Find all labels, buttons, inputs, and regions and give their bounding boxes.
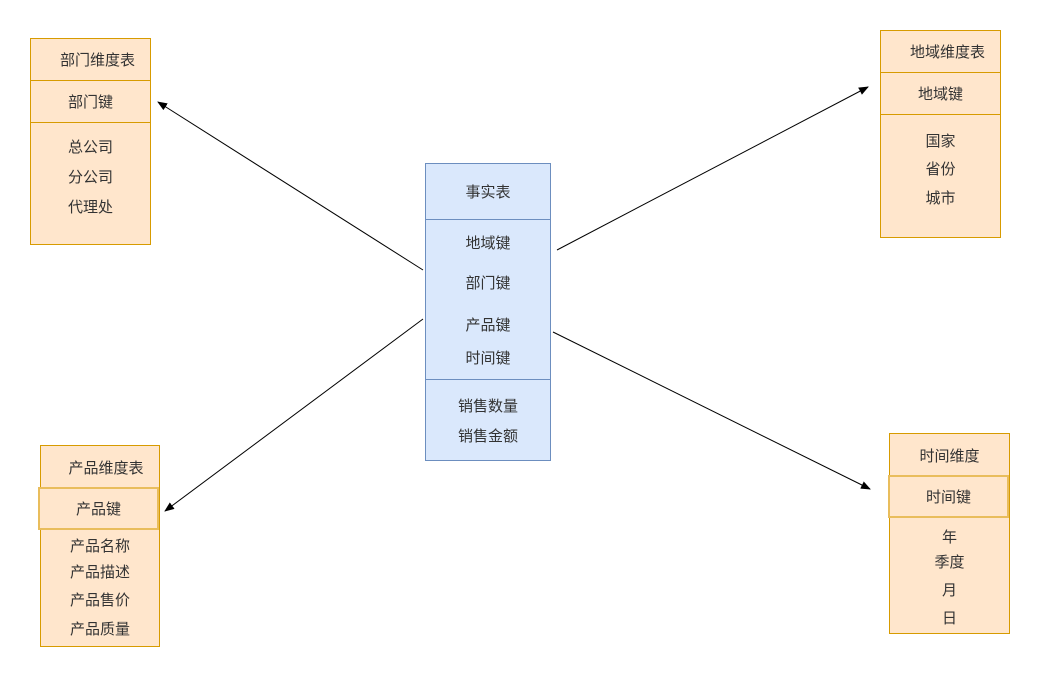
attribute-item: 省份 xyxy=(925,160,956,178)
attribute-item: 总公司 xyxy=(67,138,113,156)
attribute-item: 月 xyxy=(941,581,957,599)
edge-fact-to-department[interactable] xyxy=(157,101,424,271)
time-key-row: 时间键 xyxy=(888,475,1009,518)
attribute-item: 产品名称 xyxy=(69,537,130,555)
attribute-item: 代理处 xyxy=(67,198,113,216)
fact-title: 事实表 xyxy=(465,183,511,201)
attribute-item: 产品售价 xyxy=(69,591,130,609)
department-title: 部门维度表 xyxy=(59,51,135,69)
attribute-item: 季度 xyxy=(934,553,965,571)
product-key-row: 产品键 xyxy=(38,487,159,530)
department-key: 部门键 xyxy=(67,93,113,111)
time-key: 时间键 xyxy=(925,488,971,506)
edge-fact-to-time[interactable] xyxy=(552,331,871,490)
table-title: 部门维度表 xyxy=(31,39,150,81)
region-title: 地域维度表 xyxy=(909,43,985,61)
table-title: 事实表 xyxy=(426,164,550,220)
product-dimension-table[interactable]: 产品维度表 产品名称 产品描述 产品售价 产品质量 xyxy=(40,445,160,647)
attribute-item: 年 xyxy=(941,528,957,546)
fact-key-item: 地域键 xyxy=(465,234,511,252)
fact-measure-item: 销售数量 xyxy=(457,397,518,415)
region-dimension-table[interactable]: 地域维度表 地域键 国家 省份 城市 xyxy=(880,30,1001,238)
table-title: 产品维度表 xyxy=(41,446,159,488)
table-title: 地域维度表 xyxy=(881,31,1000,73)
key-row: 地域键 xyxy=(881,73,1000,115)
key-row: 部门键 xyxy=(31,81,150,123)
time-title: 时间维度 xyxy=(919,446,980,465)
product-key: 产品键 xyxy=(75,500,121,518)
fact-measure-item: 销售金额 xyxy=(457,427,518,445)
region-key: 地域键 xyxy=(917,85,963,103)
attribute-item: 分公司 xyxy=(67,168,113,186)
edge-fact-to-product[interactable] xyxy=(164,318,424,512)
product-title: 产品维度表 xyxy=(68,458,144,477)
edge-fact-to-region[interactable] xyxy=(556,86,869,251)
time-dimension-table[interactable]: 时间维度 年 季度 月 日 xyxy=(889,433,1010,634)
fact-key-item: 产品键 xyxy=(465,316,511,334)
attribute-item: 产品描述 xyxy=(69,563,130,581)
fact-key-item: 时间键 xyxy=(465,349,511,367)
keys-section xyxy=(426,220,550,380)
department-dimension-table[interactable]: 部门维度表 部门键 总公司 分公司 代理处 xyxy=(30,38,151,245)
fact-key-item: 部门键 xyxy=(465,274,511,292)
attribute-item: 日 xyxy=(941,609,957,627)
attribute-item: 城市 xyxy=(925,189,956,207)
fact-table[interactable]: 事实表 地域键 部门键 产品键 时间键 销售数量 销售金额 xyxy=(425,163,551,461)
attribute-item: 国家 xyxy=(925,132,956,150)
attribute-item: 产品质量 xyxy=(69,620,130,638)
table-title: 时间维度 xyxy=(890,434,1009,476)
